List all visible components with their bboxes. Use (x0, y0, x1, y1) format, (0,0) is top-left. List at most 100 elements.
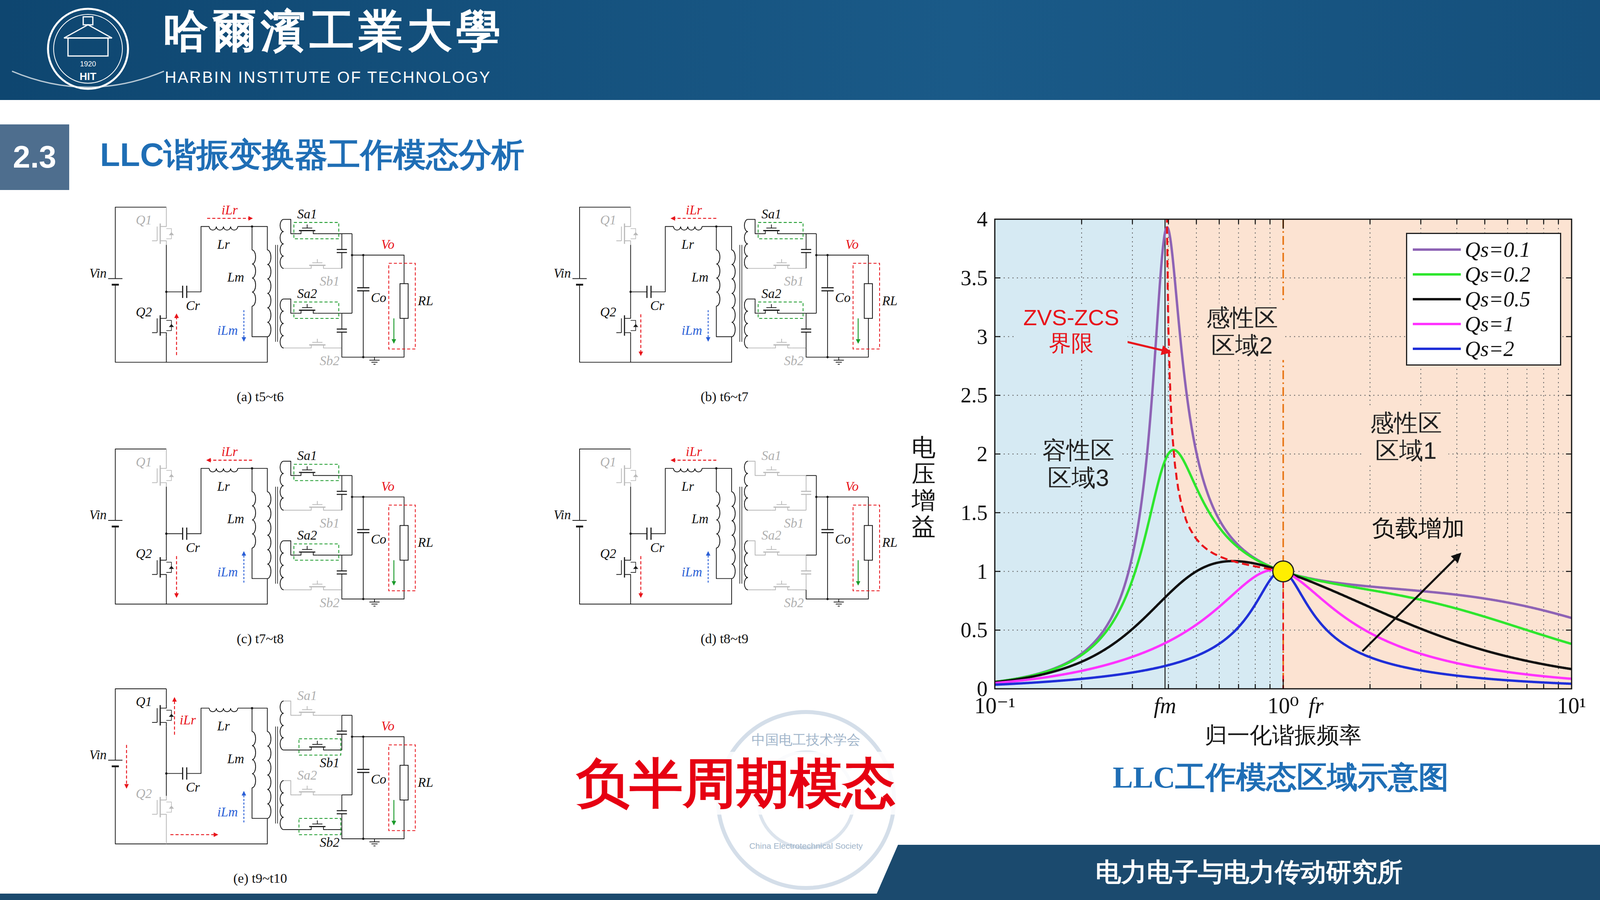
tick-label: 2.5 (960, 382, 988, 408)
tick (994, 629, 1001, 631)
wire (317, 554, 342, 556)
wire (630, 578, 632, 604)
mosfet-symbol (316, 740, 318, 745)
capacitor-symbol (182, 767, 184, 780)
gain-chart (994, 172, 1572, 689)
switch-label: Sa1 (761, 448, 782, 464)
capacitor-symbol (801, 328, 812, 330)
mosfet-symbol (763, 551, 780, 553)
diode-symbol (168, 324, 174, 328)
junction-dot (362, 254, 365, 257)
wire (342, 794, 353, 796)
inductor-symbol (673, 468, 702, 472)
axis-title: 电压增益 (911, 434, 936, 540)
wire (237, 468, 268, 492)
current-label: iLm (681, 323, 702, 339)
inductor-label: Lm (691, 270, 709, 286)
wire (805, 574, 807, 590)
tick (1081, 684, 1083, 689)
mosfet-symbol (624, 315, 626, 336)
mosfet-symbol (298, 230, 316, 232)
battery-symbol (576, 525, 584, 528)
junction-dot (629, 532, 632, 535)
logo-swoosh (12, 71, 164, 88)
tick (1526, 684, 1528, 689)
diode-symbol (633, 324, 639, 328)
resistor-symbol (400, 525, 408, 561)
wire (716, 226, 717, 250)
ground-symbol (833, 360, 844, 361)
inductor-label: Lr (681, 237, 694, 253)
mosfet-symbol (160, 704, 167, 708)
inductor-symbol (252, 250, 256, 306)
gain-curve (994, 570, 1572, 684)
wire (748, 461, 762, 476)
university-logo (0, 0, 176, 100)
capacitor-symbol (646, 527, 648, 540)
diode-symbol (633, 232, 639, 236)
wire (283, 298, 297, 314)
voltage-label: Vo (845, 479, 859, 495)
tick-label: 10⁻¹ (974, 692, 1016, 719)
capacitor-label: Cr (650, 540, 664, 556)
legend-text: Qs=0.1 (1464, 237, 1531, 262)
wire (283, 510, 308, 511)
tick (1254, 684, 1256, 689)
switch-label: Sa1 (297, 688, 318, 704)
wire (362, 772, 364, 839)
mosfet-symbol (624, 482, 631, 487)
ground-symbol (374, 838, 375, 842)
logo-building (64, 24, 112, 38)
switch-label: Q2 (600, 304, 616, 320)
mosfet-symbol (156, 800, 158, 815)
mosfet-symbol (624, 314, 631, 319)
wire (166, 336, 167, 363)
current-arrow (671, 459, 717, 461)
tick (1238, 219, 1240, 224)
resistor-symbol (400, 765, 408, 800)
wire (816, 496, 869, 526)
watermark: China Electrotechnical Society (749, 841, 863, 851)
legend-line (1412, 248, 1461, 251)
inductor-symbol (744, 219, 748, 268)
wire (806, 312, 817, 314)
mosfet-symbol (160, 574, 167, 579)
mosfet-symbol (763, 309, 780, 311)
wire (115, 526, 268, 604)
wire (251, 708, 253, 732)
current-arrow (671, 218, 717, 219)
voltage-label: Vo (381, 237, 395, 253)
inductor-symbol (280, 298, 284, 348)
tick (1132, 684, 1134, 689)
mosfet-symbol (624, 574, 631, 579)
legend-line (1412, 347, 1461, 350)
junction-dot (826, 356, 829, 359)
inductor-label: Lr (681, 479, 694, 495)
capacitor-symbol (646, 285, 648, 298)
inductor-symbol (209, 226, 238, 230)
wire (283, 589, 308, 591)
capacitor-symbol (336, 570, 348, 572)
mosfet-symbol (624, 557, 626, 578)
inductor-symbol (252, 731, 256, 788)
fm-line (1164, 219, 1166, 689)
tick (1168, 219, 1170, 224)
transformer-core (275, 726, 276, 824)
node-text: 电力电子与电力传动研究所 (1095, 857, 1403, 888)
wire (352, 496, 404, 526)
legend-line (1412, 321, 1465, 327)
wire (341, 574, 343, 590)
wire (748, 347, 772, 349)
wire (362, 496, 364, 530)
junction-dot (250, 467, 254, 470)
transformer-core (275, 486, 276, 584)
capacitor-symbol (357, 287, 370, 289)
tick (1566, 336, 1572, 338)
ground-symbol (369, 601, 380, 603)
legend-box: Qs=0.1Qs=0.2Qs=0.5Qs=1Qs=2 (1406, 232, 1562, 366)
wire (186, 226, 210, 292)
wire (166, 533, 183, 534)
wire (805, 233, 807, 250)
current-arrow (176, 314, 177, 356)
switch-label: Q2 (600, 546, 616, 562)
